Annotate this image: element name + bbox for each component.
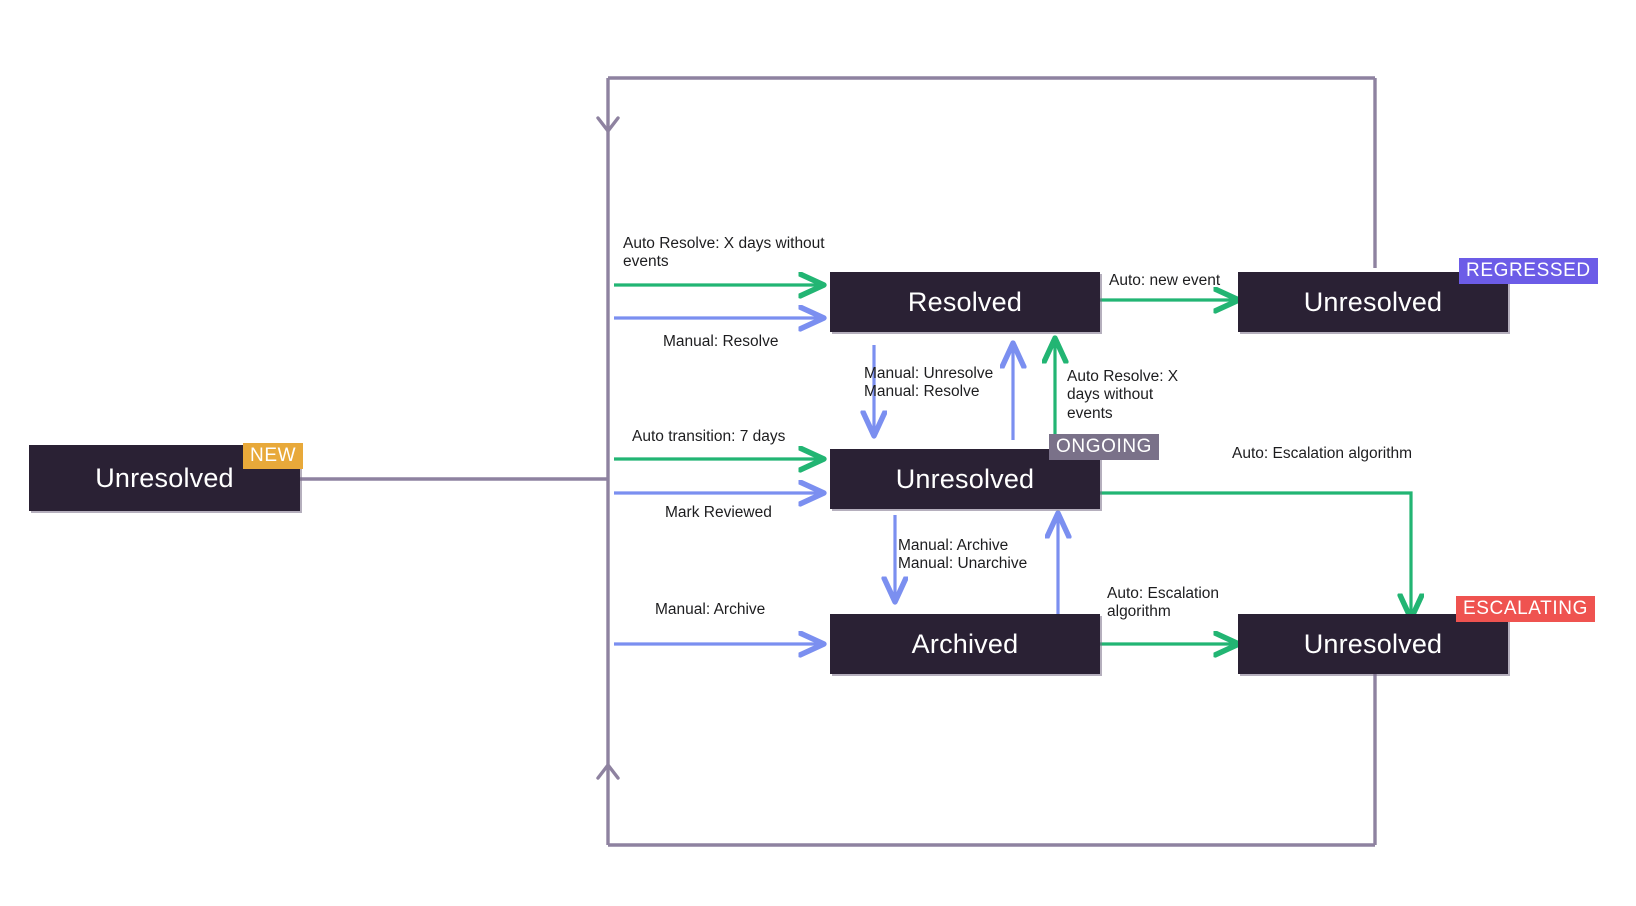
edge-auto-escalation-algorithm (1100, 491, 1411, 617)
node-escalating-label: Unresolved (1303, 628, 1443, 659)
node-resolved[interactable]: Resolved (830, 272, 1100, 332)
node-new-label: Unresolved (95, 462, 234, 493)
badge-regressed: REGRESSED (1459, 258, 1598, 284)
badge-escalating: ESCALATING (1456, 596, 1595, 622)
label-manual-resolve: Manual: Resolve (663, 333, 779, 350)
badge-new: NEW (243, 443, 304, 469)
label-manual-unresolve-resolve: Manual: Unresolve Manual: Resolve (864, 365, 994, 401)
node-regressed[interactable]: Unresolved (1238, 272, 1508, 332)
node-resolved-label: Resolved (907, 286, 1023, 317)
label-auto-new-event: Auto: new event (1109, 272, 1221, 289)
label-auto-transition-7-days: Auto transition: 7 days (632, 428, 786, 445)
label-auto-escalation-algorithm-2: Auto: Escalation algorithm (1107, 585, 1220, 621)
node-archived[interactable]: Archived (830, 614, 1100, 674)
label-mark-reviewed: Mark Reviewed (665, 504, 772, 521)
node-escalating[interactable]: Unresolved (1238, 614, 1508, 674)
label-auto-resolve-x-days-ongoing: Auto Resolve: X days without events (1067, 368, 1179, 422)
node-ongoing-label: Unresolved (895, 463, 1035, 494)
node-regressed-label: Unresolved (1303, 286, 1443, 317)
node-archived-label: Archived (911, 628, 1019, 659)
label-auto-resolve-x-days: Auto Resolve: X days without events (623, 235, 825, 271)
flow-arrow-up-bottom (596, 763, 620, 780)
badge-ongoing: ONGOING (1049, 434, 1160, 460)
label-auto-escalation-algorithm: Auto: Escalation algorithm (1232, 445, 1413, 462)
label-manual-archive-unarchive: Manual: Archive Manual: Unarchive (898, 537, 1028, 573)
flow-arrow-down-top (596, 116, 620, 133)
label-manual-archive: Manual: Archive (655, 601, 766, 618)
